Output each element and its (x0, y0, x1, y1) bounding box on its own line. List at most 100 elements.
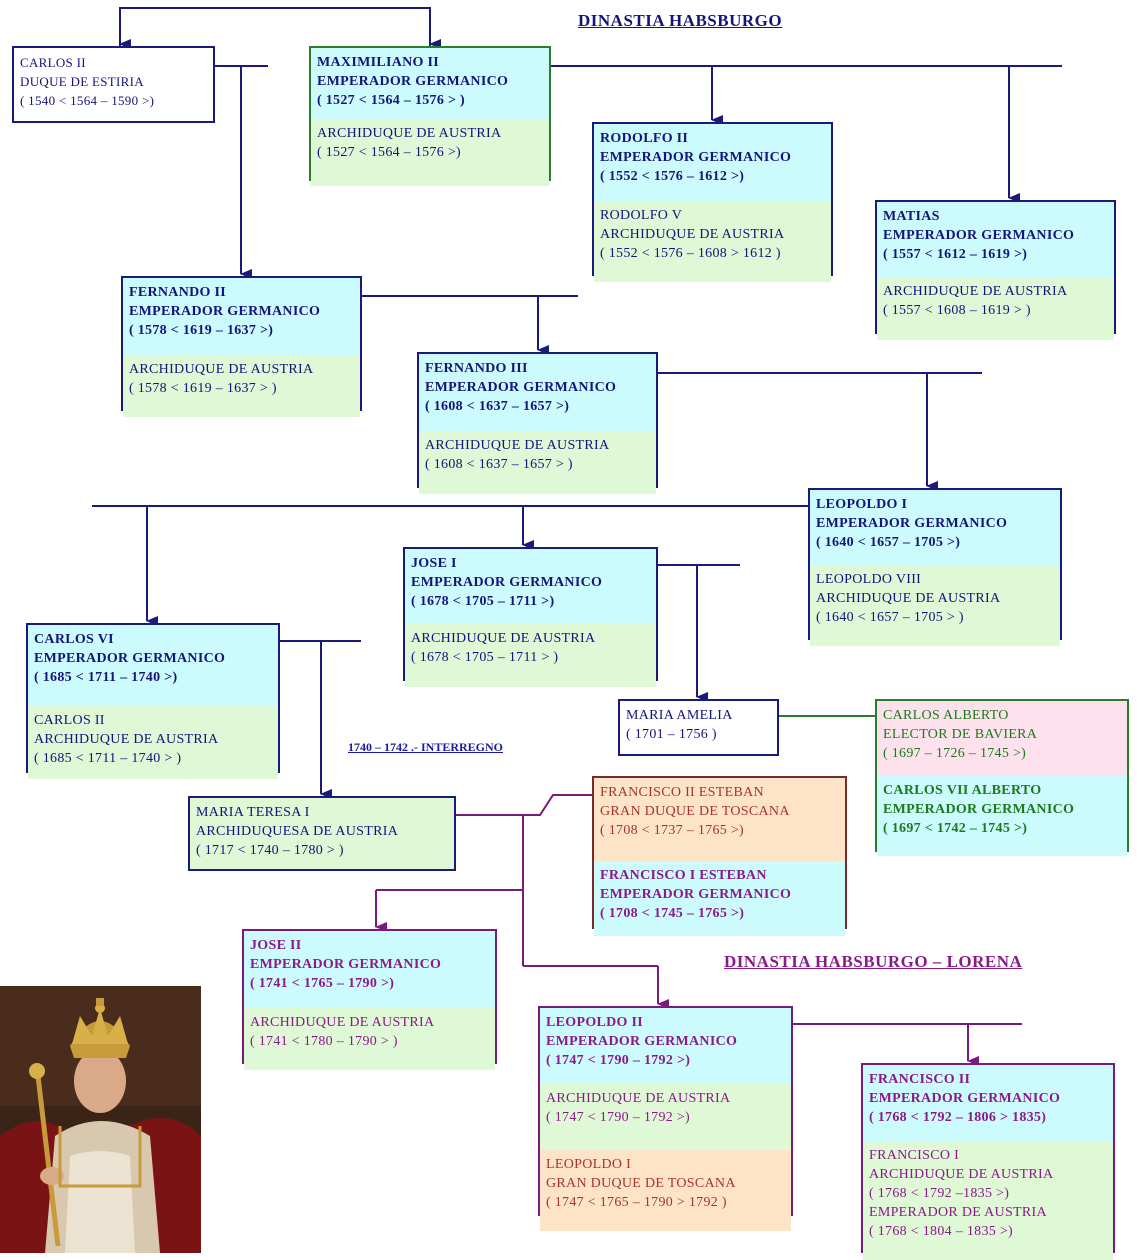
portrait-painting (0, 986, 201, 1253)
dates-line: ( 1741 < 1765 – 1790 >) (250, 976, 395, 991)
portrait-illustration (0, 986, 201, 1253)
francisco-esteban-duke-section: FRANCISCO II ESTEBAN GRAN DUQUE DE TOSCA… (594, 778, 845, 861)
maria-amelia-text: MARIA AMELIA ( 1701 – 1756 ) (620, 701, 777, 748)
dates-line: ( 1640 < 1657 – 1705 > ) (816, 610, 964, 625)
fernando-iii-archduke-section: ARCHIDUQUE DE AUSTRIA ( 1608 < 1637 – 16… (419, 431, 656, 494)
title-line: ARCHIDUQUE DE AUSTRIA (250, 1015, 435, 1030)
dates-line: ( 1768 < 1792 –1835 >) (869, 1186, 1010, 1201)
person-maximiliano-ii: MAXIMILIANO II EMPERADOR GERMANICO ( 152… (309, 46, 551, 186)
title-line: ARCHIDUQUE DE AUSTRIA (546, 1091, 731, 1106)
interregno-label: 1740 – 1742 .- INTERREGNO (348, 740, 504, 754)
title-line: EMPERADOR GERMANICO (869, 1091, 1061, 1106)
dates-line: ( 1578 < 1619 – 1637 > ) (129, 381, 277, 396)
carlos-vi-emperor-section: CARLOS VI EMPERADOR GERMANICO ( 1685 < 1… (28, 625, 278, 706)
carlos-vi-archduke-section: CARLOS II ARCHIDUQUE DE AUSTRIA ( 1685 <… (28, 706, 278, 779)
dates-line: ( 1747 < 1790 – 1792 >) (546, 1053, 691, 1068)
person-maria-amelia: MARIA AMELIA ( 1701 – 1756 ) (618, 699, 779, 756)
title-line: ARCHIDUQUE DE AUSTRIA (869, 1167, 1054, 1182)
person-matias: MATIAS EMPERADOR GERMANICO ( 1557 < 1612… (875, 200, 1116, 340)
title-line: ARCHIDUQUE DE AUSTRIA (883, 284, 1068, 299)
dates-line-2: ( 1768 < 1804 – 1835 >) (869, 1224, 1014, 1239)
dates-line: ( 1701 – 1756 ) (626, 727, 717, 742)
dates-line: ( 1557 < 1608 – 1619 > ) (883, 303, 1031, 318)
francisco-ii-emperor-section: FRANCISCO II EMPERADOR GERMANICO ( 1768 … (863, 1065, 1113, 1141)
title-line: ARCHIDUQUE DE AUSTRIA (425, 438, 610, 453)
person-fernando-iii: FERNANDO III EMPERADOR GERMANICO ( 1608 … (417, 352, 658, 494)
name-line: CARLOS VI (34, 632, 114, 647)
maximiliano-ii-archduke-section: ARCHIDUQUE DE AUSTRIA ( 1527 < 1564 – 15… (311, 119, 549, 186)
rodolfo-ii-archduke-section: RODOLFO V ARCHIDUQUE DE AUSTRIA ( 1552 <… (594, 201, 831, 282)
dates-line: ( 1747 < 1790 – 1792 >) (546, 1110, 691, 1125)
person-carlos-vi: CARLOS VI EMPERADOR GERMANICO ( 1685 < 1… (26, 623, 280, 779)
dates-line: ( 1717 < 1740 – 1780 > ) (196, 843, 344, 858)
carlos-vii-emperor-section: CARLOS VII ALBERTO EMPERADOR GERMANICO (… (877, 776, 1127, 856)
name-line: LEOPOLDO I (816, 497, 908, 512)
name-line: LEOPOLDO I (546, 1157, 632, 1172)
title-dinastia-habsburgo-lorena: DINASTIA HABSBURGO – LORENA (724, 952, 1023, 971)
name-line: FRANCISCO I ESTEBAN (600, 868, 767, 883)
title-line: EMPERADOR GERMANICO (129, 304, 321, 319)
title-line: DUQUE DE ESTIRIA (20, 74, 144, 89)
name-line: FERNANDO II (129, 285, 227, 300)
dates-line: ( 1557 < 1612 – 1619 >) (883, 247, 1028, 262)
fernando-ii-archduke-section: ARCHIDUQUE DE AUSTRIA ( 1578 < 1619 – 16… (123, 355, 360, 417)
maximiliano-ii-emperor-section: MAXIMILIANO II EMPERADOR GERMANICO ( 152… (311, 48, 549, 119)
dates-line: ( 1708 < 1737 – 1765 >) (600, 823, 745, 838)
title-line: EMPERADOR GERMANICO (425, 380, 617, 395)
title-line: EMPERADOR GERMANICO (250, 957, 442, 972)
name-line: MARIA TERESA I (196, 805, 310, 820)
leopoldo-i-emperor-section: LEOPOLDO I EMPERADOR GERMANICO ( 1640 < … (810, 490, 1060, 565)
title-line: GRAN DUQUE DE TOSCANA (600, 804, 790, 819)
dates-line: ( 1527 < 1564 – 1576 >) (317, 145, 462, 160)
name-line: FRANCISCO I (869, 1148, 960, 1163)
person-fernando-ii: FERNANDO II EMPERADOR GERMANICO ( 1578 <… (121, 276, 362, 417)
matias-emperor-section: MATIAS EMPERADOR GERMANICO ( 1557 < 1612… (877, 202, 1114, 277)
dates-line: ( 1685 < 1711 – 1740 >) (34, 670, 178, 685)
name-line: LEOPOLDO II (546, 1015, 644, 1030)
dates-line: ( 1678 < 1705 – 1711 >) (411, 594, 555, 609)
person-carlos-alberto: CARLOS ALBERTO ELECTOR DE BAVIERA ( 1697… (875, 699, 1129, 856)
person-rodolfo-ii: RODOLFO II EMPERADOR GERMANICO ( 1552 < … (592, 122, 833, 282)
person-francisco-i-esteban: FRANCISCO II ESTEBAN GRAN DUQUE DE TOSCA… (592, 776, 847, 936)
dates-line: ( 1697 – 1726 – 1745 >) (883, 746, 1027, 761)
dates-line: ( 1578 < 1619 – 1637 >) (129, 323, 274, 338)
leopoldo-i-archduke-section: LEOPOLDO VIII ARCHIDUQUE DE AUSTRIA ( 16… (810, 565, 1060, 646)
dates-line: ( 1552 < 1576 – 1612 >) (600, 169, 745, 184)
person-leopoldo-ii: LEOPOLDO II EMPERADOR GERMANICO ( 1747 <… (538, 1006, 793, 1231)
person-jose-i: JOSE I EMPERADOR GERMANICO ( 1678 < 1705… (403, 547, 658, 687)
name-line: CARLOS VII ALBERTO (883, 783, 1042, 798)
dates-line: ( 1552 < 1576 – 1608 > 1612 ) (600, 246, 781, 261)
title-line: EMPERADOR GERMANICO (546, 1034, 738, 1049)
name-line: FERNANDO III (425, 361, 528, 376)
title-line: EMPERADOR GERMANICO (883, 228, 1075, 243)
fernando-iii-emperor-section: FERNANDO III EMPERADOR GERMANICO ( 1608 … (419, 354, 656, 431)
title-line: ARCHIDUQUE DE AUSTRIA (411, 631, 596, 646)
dates-line: ( 1640 < 1657 – 1705 >) (816, 535, 961, 550)
title-dinastia-habsburgo: DINASTIA HABSBURGO (578, 11, 783, 30)
name-line: RODOLFO II (600, 131, 689, 146)
leopoldo-ii-emperor-section: LEOPOLDO II EMPERADOR GERMANICO ( 1747 <… (540, 1008, 791, 1084)
dates-line: ( 1697 < 1742 – 1745 >) (883, 821, 1028, 836)
francisco-esteban-emperor-section: FRANCISCO I ESTEBAN EMPERADOR GERMANICO … (594, 861, 845, 936)
dates-line: ( 1678 < 1705 – 1711 > ) (411, 650, 559, 665)
dates-line: ( 1608 < 1637 – 1657 >) (425, 399, 570, 414)
dates-line: ( 1608 < 1637 – 1657 > ) (425, 457, 573, 472)
dates-line: ( 1741 < 1780 – 1790 > ) (250, 1034, 398, 1049)
name-line: JOSE I (411, 556, 457, 571)
title-line: ARCHIDUQUESA DE AUSTRIA (196, 824, 399, 839)
carlos-alberto-elector-section: CARLOS ALBERTO ELECTOR DE BAVIERA ( 1697… (877, 701, 1127, 776)
title-line: EMPERADOR GERMANICO (411, 575, 603, 590)
rodolfo-ii-emperor-section: RODOLFO II EMPERADOR GERMANICO ( 1552 < … (594, 124, 831, 201)
title-line: EMPERADOR GERMANICO (600, 887, 792, 902)
leopoldo-ii-duke-section: LEOPOLDO I GRAN DUQUE DE TOSCANA ( 1747 … (540, 1150, 791, 1231)
dates-line: ( 1708 < 1745 – 1765 >) (600, 906, 745, 921)
name-line: CARLOS II (34, 713, 105, 728)
carlos-ii-estiria-text: CARLOS II DUQUE DE ESTIRIA ( 1540 < 1564… (14, 48, 213, 114)
title-line: EMPERADOR GERMANICO (34, 651, 226, 666)
jose-ii-emperor-section: JOSE II EMPERADOR GERMANICO ( 1741 < 176… (244, 931, 495, 1008)
person-carlos-ii-estiria: CARLOS II DUQUE DE ESTIRIA ( 1540 < 1564… (12, 46, 215, 123)
name-line: FRANCISCO II (869, 1072, 971, 1087)
maria-teresa-i-text: MARIA TERESA I ARCHIDUQUESA DE AUSTRIA (… (190, 798, 454, 864)
dates-line: ( 1685 < 1711 – 1740 > ) (34, 751, 182, 766)
